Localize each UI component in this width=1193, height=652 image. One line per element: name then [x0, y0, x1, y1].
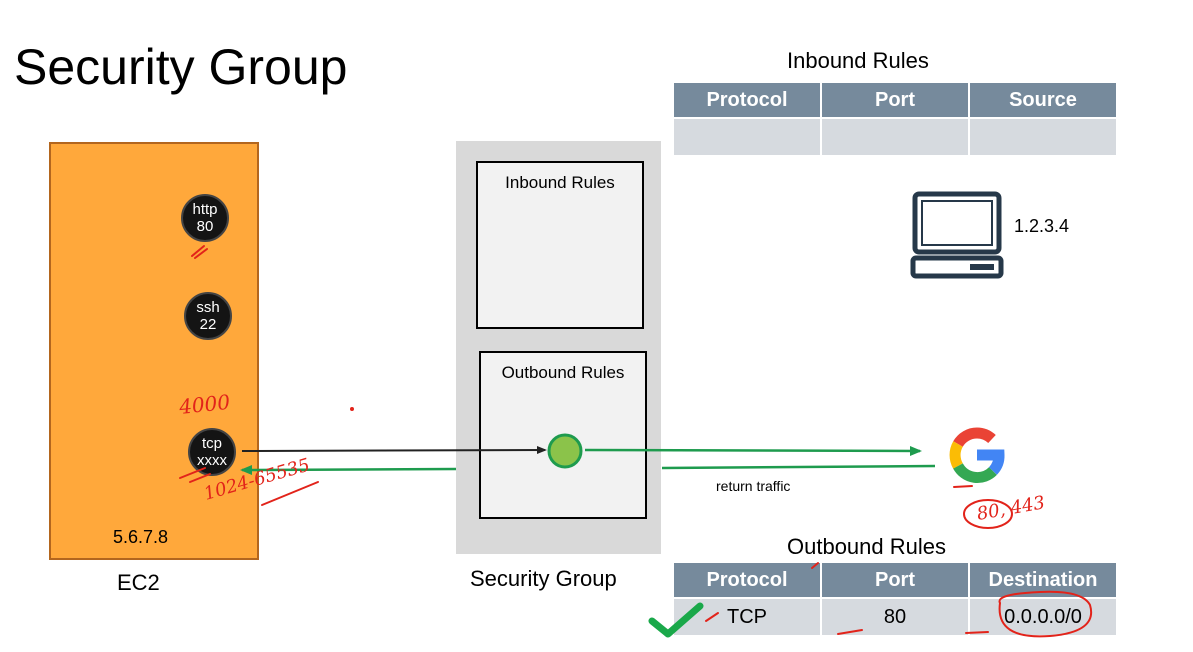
- destination-circle: [998, 590, 1093, 638]
- return-traffic-arrow: [240, 464, 457, 475]
- port-4000-annotation: 4000: [177, 390, 231, 419]
- inbound-table-title: Inbound Rules: [787, 48, 929, 73]
- checkmark-icon: [648, 602, 704, 638]
- inbound-header-port: Port: [822, 83, 968, 117]
- inbound-header-protocol: Protocol: [674, 83, 820, 117]
- ssh-port-node: ssh 22: [184, 292, 232, 340]
- http-port-node: http 80: [181, 194, 229, 242]
- outbound-header-protocol: Protocol: [674, 563, 820, 597]
- security-group-box: Inbound Rules Outbound Rules: [456, 141, 661, 554]
- inbound-cell-source: [970, 119, 1116, 155]
- sg-outbound-rules-label: Outbound Rules: [501, 363, 625, 382]
- red-dot: [350, 407, 354, 411]
- outbound-cell-destination: 0.0.0.0/0: [970, 599, 1116, 635]
- destination-underline: [965, 631, 989, 634]
- ec2-label: EC2: [117, 570, 160, 595]
- page-title: Security Group: [14, 39, 348, 95]
- outbound-table-title: Outbound Rules: [787, 534, 946, 559]
- outbound-traffic-arrow: [584, 445, 922, 456]
- google-logo-icon: [949, 427, 1005, 483]
- inbound-cell-port: [822, 119, 968, 155]
- inbound-rules-table: Protocol Port Source: [672, 81, 1118, 157]
- inbound-cell-protocol: [674, 119, 820, 155]
- ec2-instance-box: http 80 ssh 22 tcp xxxx: [49, 142, 259, 560]
- computer-icon: [910, 191, 1004, 279]
- request-arrow: [241, 446, 547, 455]
- outbound-header-destination: Destination: [970, 563, 1116, 597]
- tcp-scribble: [179, 467, 211, 483]
- http-port-protocol: http: [192, 201, 218, 218]
- security-group-label: Security Group: [470, 566, 617, 591]
- port-80-circle: [963, 499, 1013, 529]
- ssh-port-number: 22: [199, 316, 217, 333]
- outbound-header-port: Port: [822, 563, 968, 597]
- sg-inbound-rules-box: Inbound Rules: [476, 161, 644, 329]
- ephemeral-range-annotation: 1024-65535: [202, 455, 313, 505]
- tcp-port-number: xxxx: [197, 452, 227, 469]
- client-ip-label: 1.2.3.4: [1014, 216, 1070, 236]
- outbound-rules-table: Protocol Port Destination TCP 80 0.0.0.0…: [672, 561, 1118, 637]
- outbound-cell-port: 80: [822, 599, 968, 635]
- sg-inbound-rules-label: Inbound Rules: [505, 173, 615, 192]
- ec2-ip-address: 5.6.7.8: [113, 527, 169, 547]
- http-port-number: 80: [196, 218, 214, 235]
- ephemeral-underline: [261, 481, 319, 506]
- ssh-port-protocol: ssh: [196, 299, 220, 316]
- http-tick-mark: [191, 245, 208, 259]
- tcp-port-protocol: tcp: [201, 435, 222, 452]
- google-underline: [953, 485, 973, 488]
- tcp-port-node: tcp xxxx: [188, 428, 236, 476]
- sg-connection-node: [547, 433, 583, 469]
- port-underline: [837, 629, 863, 635]
- return-traffic-label: return traffic: [716, 478, 791, 494]
- table-row: [674, 119, 1116, 155]
- return-traffic-line-right: [661, 464, 936, 470]
- inbound-header-source: Source: [970, 83, 1116, 117]
- outbound-title-tick: [811, 562, 819, 569]
- protocol-tick-mark: [705, 612, 719, 622]
